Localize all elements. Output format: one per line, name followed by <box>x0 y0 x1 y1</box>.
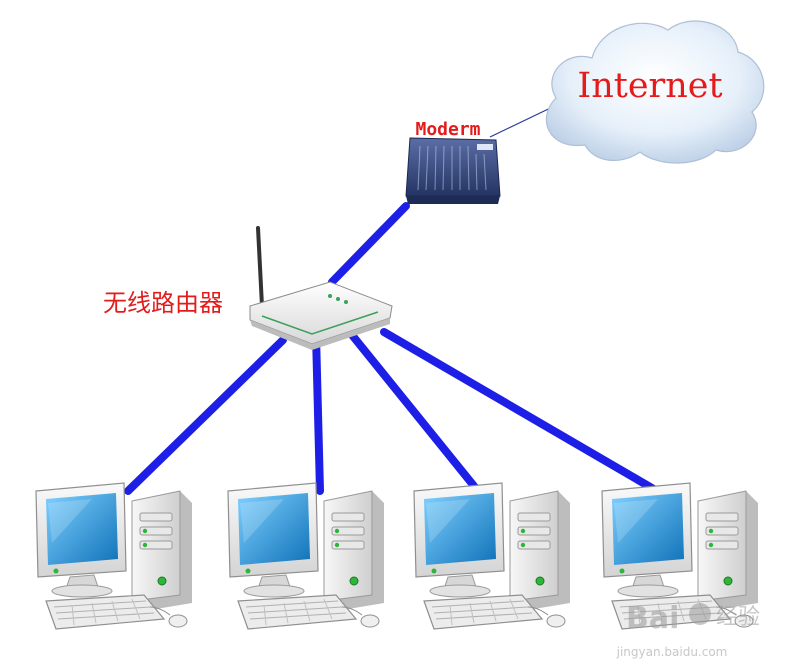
cable-router-modem <box>328 202 410 286</box>
desktop-computer-icon <box>413 482 571 630</box>
cables <box>124 202 661 495</box>
cloud-icon <box>545 20 765 164</box>
cable-router-pc4 <box>380 328 661 495</box>
wireless-router-icon <box>249 226 393 350</box>
desktop-computer-icon <box>227 482 385 630</box>
watermark-brand: Bai <box>626 601 679 636</box>
watermark-url: jingyan.baidu.com <box>616 645 728 659</box>
modem-label: Moderm <box>415 119 480 140</box>
paw-icon <box>689 603 711 625</box>
desktop-computer-icon <box>35 482 193 630</box>
router-label: 无线路由器 <box>103 289 223 317</box>
internet-label: Internet <box>577 66 722 106</box>
cable-router-pc3 <box>348 331 482 495</box>
cable-router-pc2 <box>312 331 324 495</box>
watermark: Bai 经验 jingyan.baidu.com <box>616 601 760 659</box>
watermark-brand-suffix: 经验 <box>716 605 760 630</box>
cable-router-pc1 <box>124 336 287 495</box>
modem-icon <box>405 137 501 204</box>
